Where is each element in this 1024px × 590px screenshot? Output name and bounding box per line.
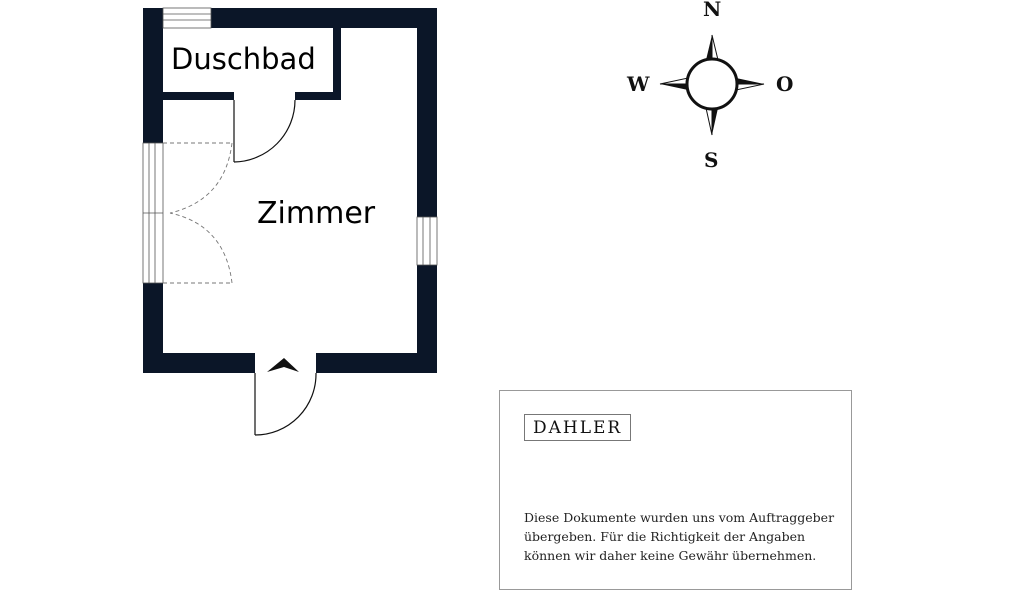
room-label-zimmer: Zimmer [257, 196, 376, 231]
compass-south: S [704, 148, 719, 172]
compass-north: N [703, 0, 722, 21]
window-bath [162, 7, 212, 29]
windows [142, 7, 438, 284]
info-box: DAHLER Diese Dokumente wurden uns vom Au… [499, 390, 852, 590]
compass-west: W [627, 72, 650, 96]
window-swing [163, 142, 233, 284]
bath-wall-left [163, 92, 234, 100]
wall-left-upper [143, 8, 163, 143]
wall-right-upper [417, 8, 437, 217]
bath-door-arc [233, 99, 296, 163]
compass-east: O [776, 72, 794, 96]
wall-bottom-right [316, 353, 437, 373]
wall-left-lower [143, 283, 163, 373]
entry-door-arc [254, 372, 317, 436]
doors [233, 99, 317, 436]
floorplan-drawing [142, 7, 765, 436]
walls [143, 8, 437, 373]
wall-bottom-left [143, 353, 255, 373]
room-label-duschbad: Duschbad [171, 42, 316, 76]
disclaimer-text: Diese Dokumente wurden uns vom Auftragge… [524, 510, 835, 563]
dahler-logo: DAHLER [524, 414, 632, 441]
entrance-arrow-icon [267, 358, 299, 372]
window-right [416, 216, 438, 266]
wall-top [211, 8, 437, 28]
bath-wall-right [295, 92, 341, 100]
bath-wall-vertical [333, 28, 341, 100]
wall-right-lower [417, 265, 437, 373]
compass-rose-icon [659, 34, 765, 136]
